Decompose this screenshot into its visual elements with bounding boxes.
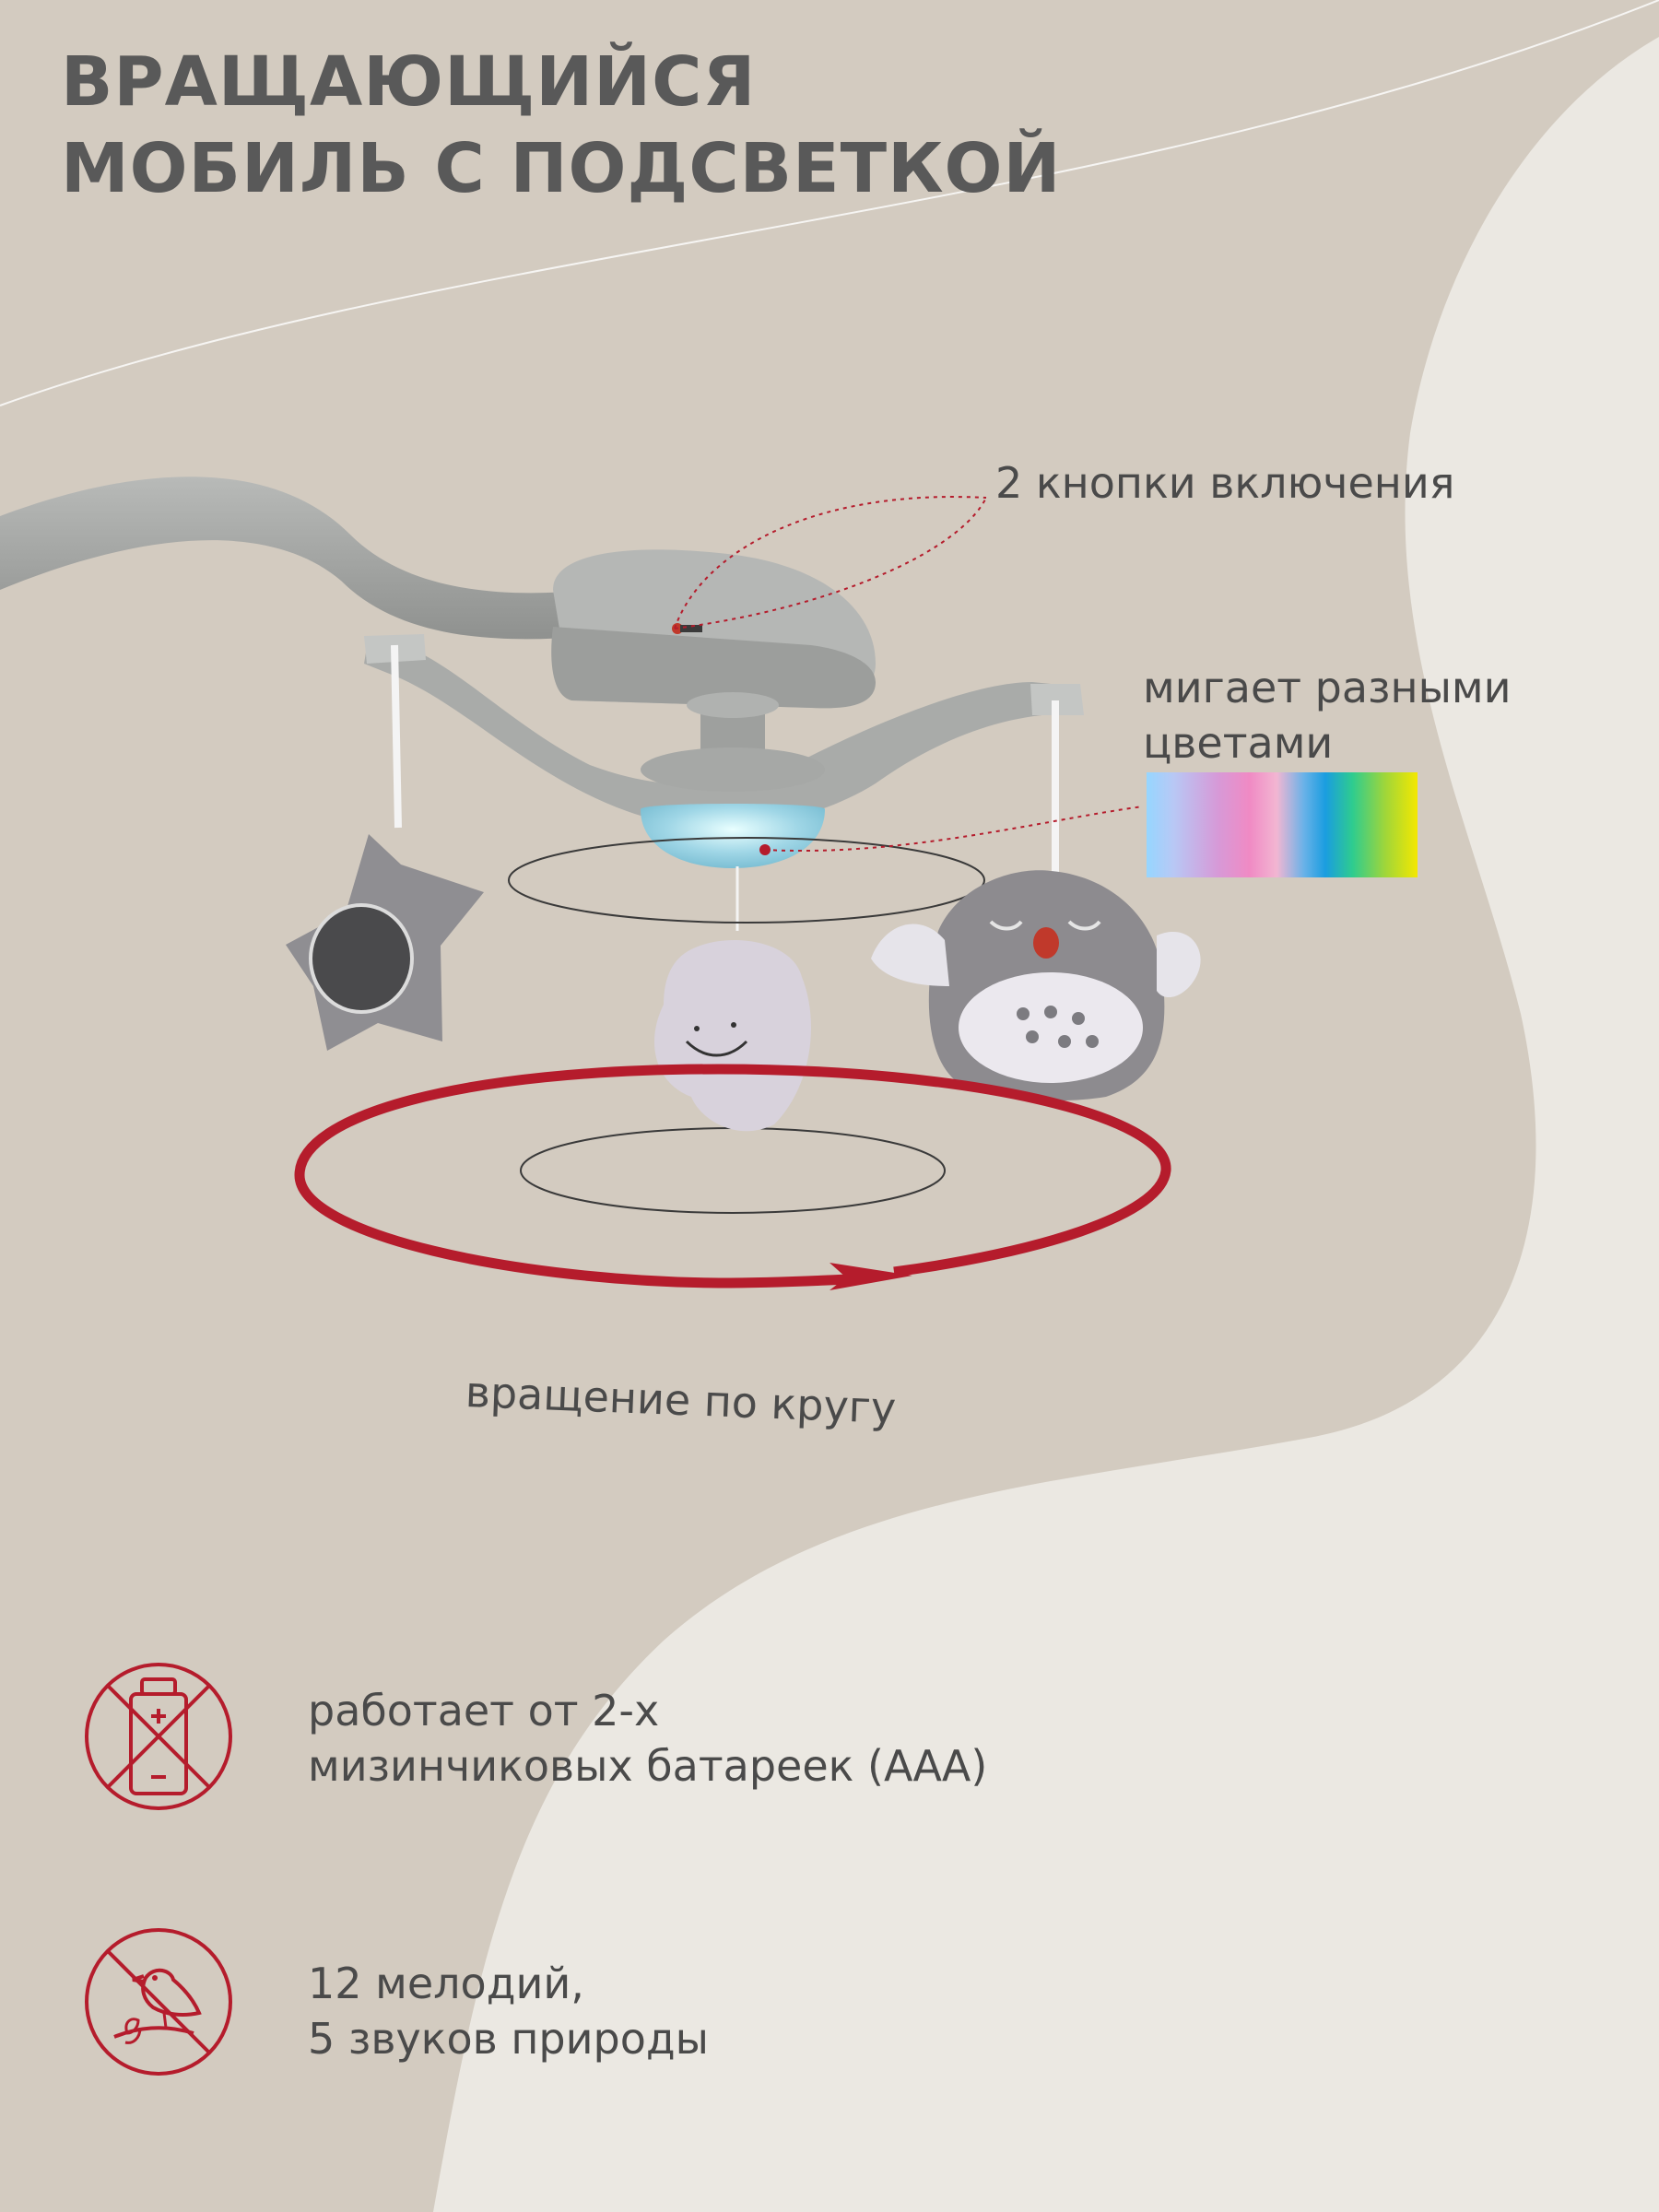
feature-melodies-line-1: 12 мелодий, [308, 1959, 584, 2008]
feature-battery-line-2: мизинчиковых батареек (ААА) [308, 1741, 988, 1791]
no-battery-icon [85, 1663, 232, 1810]
plush-cloud [654, 940, 811, 1132]
page-title: ВРАЩАЮЩИЙСЯ МОБИЛЬ С ПОДСВЕТКОЙ [61, 39, 1061, 212]
callout-power-buttons: 2 кнопки включения [995, 458, 1455, 508]
callout-colors-line-1: мигает разными [1143, 663, 1512, 712]
feature-melodies-text: 12 мелодий, 5 звуков природы [308, 1956, 709, 2066]
night-light [641, 804, 825, 868]
color-spectrum [1147, 772, 1418, 877]
feature-battery-line-1: работает от 2-х [308, 1686, 660, 1735]
mobile-arm [0, 477, 590, 640]
feature-battery-text: работает от 2-х мизинчиковых батареек (А… [308, 1683, 987, 1794]
callout-colors-line-2: цветами [1143, 718, 1334, 768]
feature-melodies-line-2: 5 звуков природы [308, 2014, 709, 2064]
callout-colors: мигает разными цветами [1143, 660, 1512, 771]
title-line-2: МОБИЛЬ С ПОДСВЕТКОЙ [61, 129, 1062, 208]
no-bird-sound-icon [85, 1928, 232, 2076]
rotation-arrow-ring [294, 1064, 1171, 1288]
mobile-illustration [0, 477, 1201, 1290]
title-line-1: ВРАЩАЮЩИЙСЯ [61, 42, 757, 122]
